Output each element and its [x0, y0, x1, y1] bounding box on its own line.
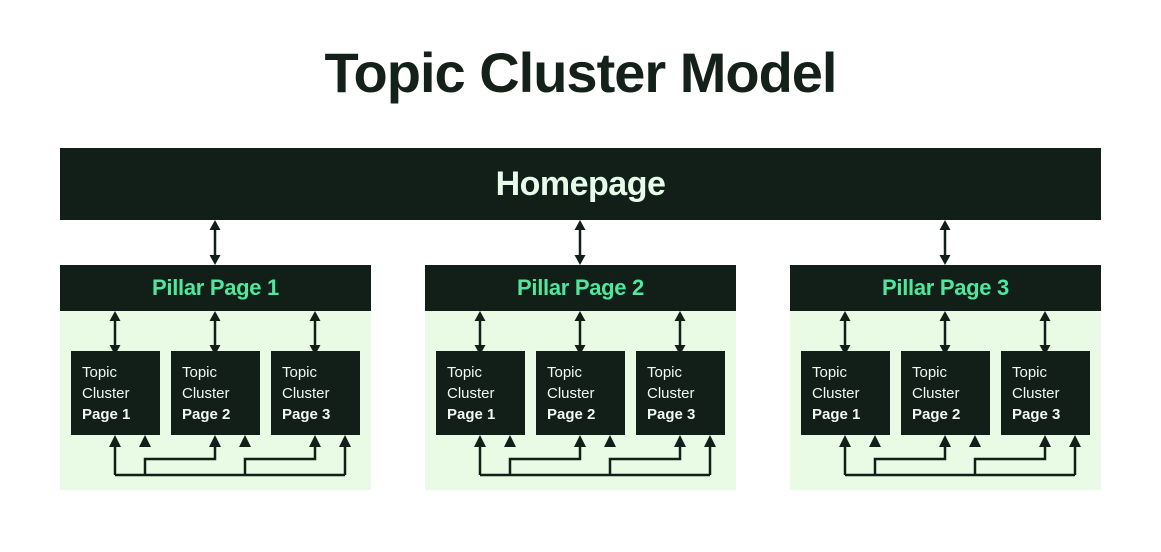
- pillar-page-node-3: Pillar Page 3: [790, 265, 1101, 311]
- cluster-group-2: Pillar Page 2 Topic Cluster Page 1 Topic…: [425, 265, 736, 490]
- topic-page-label: Page 3: [282, 406, 331, 423]
- topic-interlink-arrows: [474, 435, 716, 477]
- topic-cluster-box: Topic Cluster Page 2: [536, 351, 625, 435]
- double-arrow-vertical-icon: [574, 311, 586, 355]
- topic-line-2: Cluster: [182, 385, 230, 402]
- double-arrow-vertical-icon: [209, 311, 221, 355]
- topic-page-label: Page 3: [647, 406, 696, 423]
- connector-homepage-to-pillar-2: [572, 220, 588, 265]
- topic-page-label: Page 2: [547, 406, 596, 423]
- topic-interlink-arrows: [839, 435, 1081, 477]
- double-arrow-vertical-icon: [109, 311, 121, 355]
- topic-page-label: Page 1: [447, 406, 496, 423]
- double-arrow-vertical-icon: [1039, 311, 1051, 355]
- topic-line-1: Topic: [912, 364, 948, 381]
- topic-cluster-box: Topic Cluster Page 2: [901, 351, 990, 435]
- topic-line-2: Cluster: [647, 385, 695, 402]
- topic-page-label: Page 1: [812, 406, 861, 423]
- double-arrow-vertical-icon: [939, 311, 951, 355]
- double-arrow-vertical-icon: [674, 311, 686, 355]
- pillar-page-node-2: Pillar Page 2: [425, 265, 736, 311]
- topic-line-2: Cluster: [1012, 385, 1060, 402]
- topic-line-1: Topic: [182, 364, 218, 381]
- topic-line-1: Topic: [282, 364, 318, 381]
- connector-pillar-3-to-topic-3: [1037, 311, 1053, 355]
- topic-line-2: Cluster: [82, 385, 130, 402]
- topic-cluster-box: Topic Cluster Page 3: [636, 351, 725, 435]
- double-arrow-vertical-icon: [574, 220, 586, 265]
- topic-cluster-box: Topic Cluster Page 1: [71, 351, 160, 435]
- connector-pillar-1-to-topic-3: [307, 311, 323, 355]
- topic-line-2: Cluster: [282, 385, 330, 402]
- double-arrow-vertical-icon: [839, 311, 851, 355]
- connector-homepage-to-pillar-3: [937, 220, 953, 265]
- homepage-node: Homepage: [60, 148, 1101, 220]
- connector-pillar-3-to-topic-1: [837, 311, 853, 355]
- topic-cluster-box: Topic Cluster Page 3: [271, 351, 360, 435]
- connector-pillar-2-to-topic-1: [472, 311, 488, 355]
- topic-line-2: Cluster: [447, 385, 495, 402]
- topic-line-1: Topic: [812, 364, 848, 381]
- double-arrow-vertical-icon: [309, 311, 321, 355]
- topic-page-label: Page 3: [1012, 406, 1061, 423]
- connector-pillar-2-to-topic-3: [672, 311, 688, 355]
- topic-page-label: Page 1: [82, 406, 131, 423]
- topic-line-1: Topic: [547, 364, 583, 381]
- pillar-page-label: Pillar Page 3: [882, 275, 1009, 300]
- topic-cluster-box: Topic Cluster Page 1: [436, 351, 525, 435]
- topic-cluster-box: Topic Cluster Page 3: [1001, 351, 1090, 435]
- connector-homepage-to-pillar-1: [207, 220, 223, 265]
- topic-line-1: Topic: [1012, 364, 1048, 381]
- connector-pillar-1-to-topic-1: [107, 311, 123, 355]
- topic-page-label: Page 2: [182, 406, 231, 423]
- cluster-group-1: Pillar Page 1 Topic Cluster Page 1 Topic…: [60, 265, 371, 490]
- topic-line-2: Cluster: [812, 385, 860, 402]
- topic-cluster-box: Topic Cluster Page 1: [801, 351, 890, 435]
- topic-line-1: Topic: [447, 364, 483, 381]
- double-arrow-vertical-icon: [209, 220, 221, 265]
- topic-line-2: Cluster: [912, 385, 960, 402]
- double-arrow-vertical-icon: [939, 220, 951, 265]
- topic-line-1: Topic: [647, 364, 683, 381]
- connector-pillar-1-to-topic-2: [207, 311, 223, 355]
- connector-pillar-2-to-topic-2: [572, 311, 588, 355]
- topic-cluster-box: Topic Cluster Page 2: [171, 351, 260, 435]
- pillar-page-label: Pillar Page 1: [152, 275, 279, 300]
- topic-page-label: Page 2: [912, 406, 961, 423]
- connector-pillar-3-to-topic-2: [937, 311, 953, 355]
- topic-line-2: Cluster: [547, 385, 595, 402]
- cluster-group-3: Pillar Page 3 Topic Cluster Page 1 Topic…: [790, 265, 1101, 490]
- topic-line-1: Topic: [82, 364, 118, 381]
- pillar-page-node-1: Pillar Page 1: [60, 265, 371, 311]
- topic-interlink-arrows: [109, 435, 351, 477]
- page-title: Topic Cluster Model: [324, 41, 838, 104]
- pillar-page-label: Pillar Page 2: [517, 275, 644, 300]
- homepage-label: Homepage: [495, 164, 666, 203]
- double-arrow-vertical-icon: [474, 311, 486, 355]
